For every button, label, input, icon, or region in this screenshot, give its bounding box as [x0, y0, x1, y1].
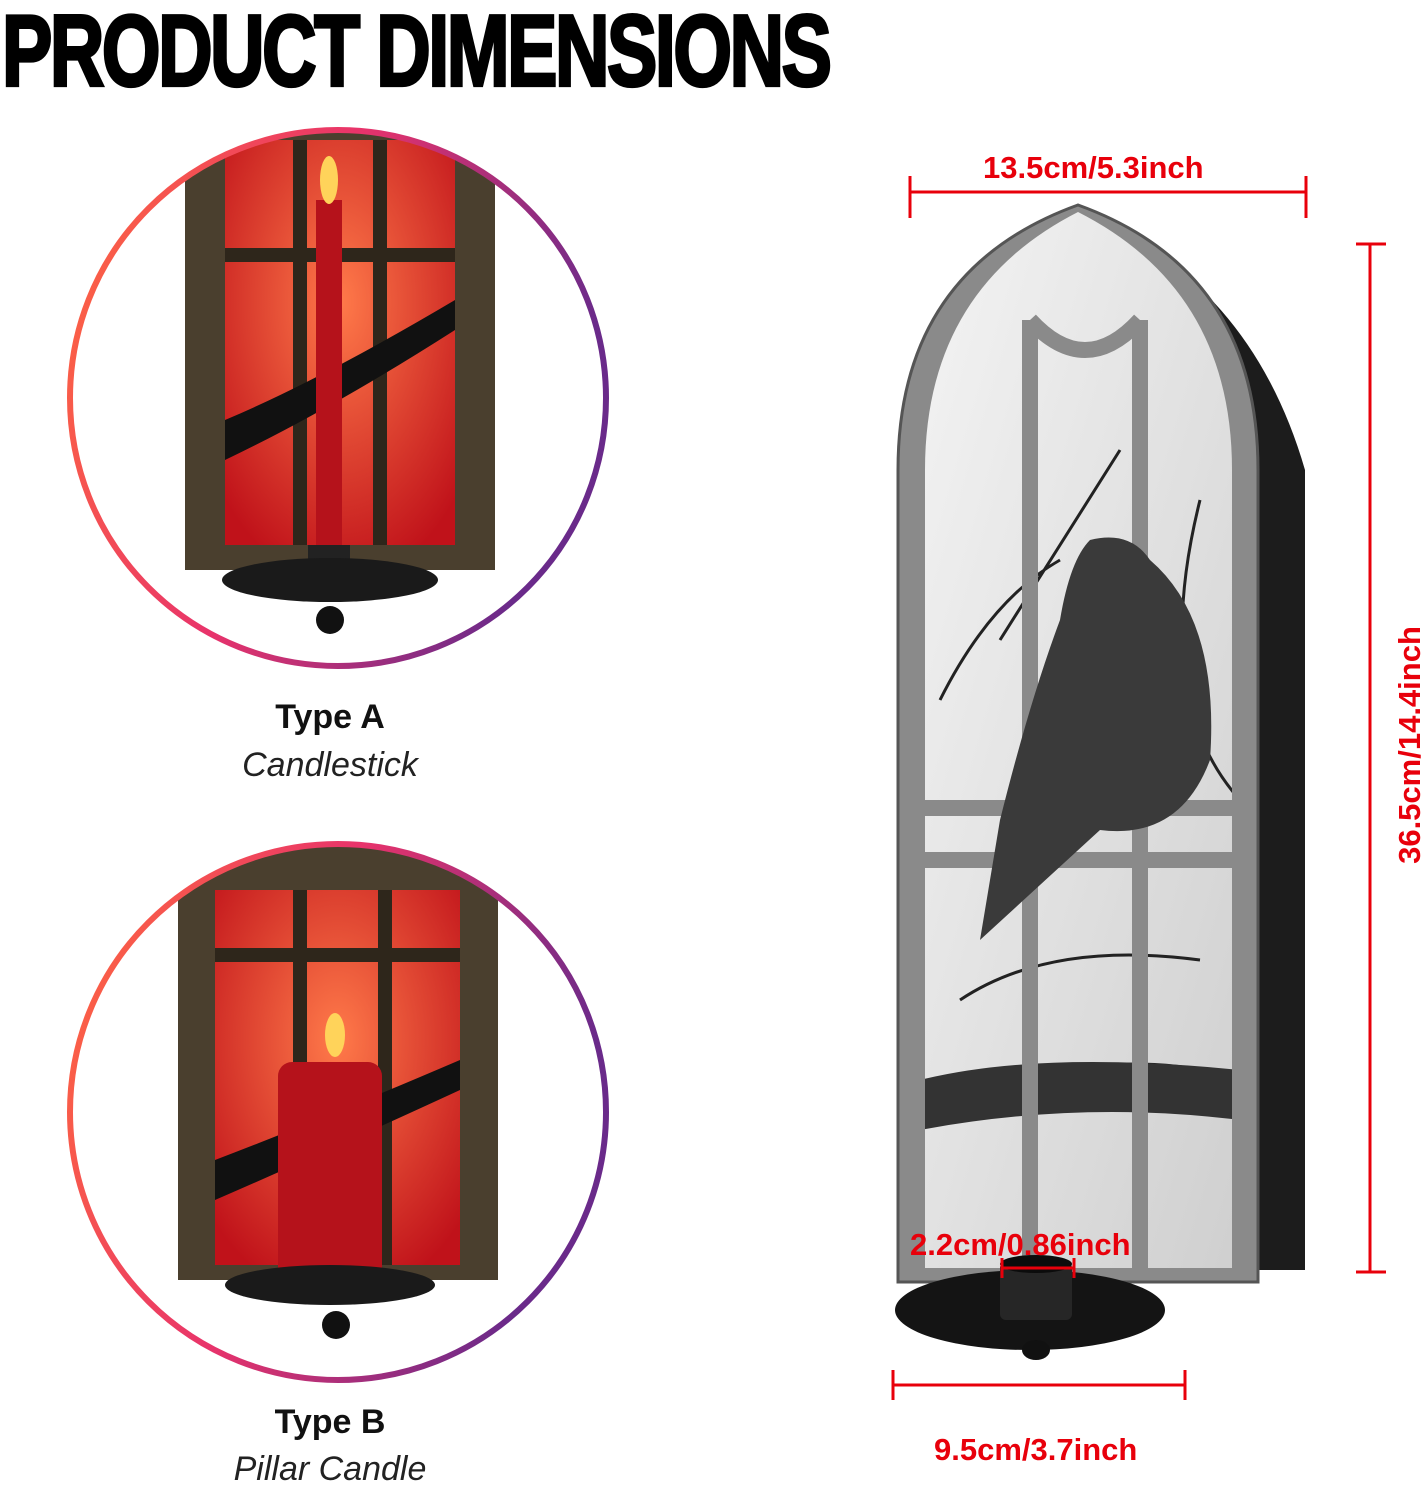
width-top-label: 13.5cm/5.3inch [983, 150, 1204, 185]
product-arch [895, 203, 1305, 1360]
height-label: 36.5cm/14.4inch [1392, 626, 1426, 864]
type-b-label: Type B [274, 1403, 386, 1441]
base-width-label: 9.5cm/3.7inch [934, 1432, 1138, 1467]
type-a-image [72, 132, 604, 664]
type-a-sublabel: Candlestick [242, 746, 418, 784]
page-title: PRODUCT DIMENSIONS [1, 0, 833, 109]
dimension-lines [891, 176, 1386, 1400]
type-b-sublabel: Pillar Candle [233, 1450, 427, 1488]
cup-diameter-label: 2.2cm/0.86inch [910, 1227, 1131, 1262]
type-a-label: Type A [275, 698, 385, 736]
type-a-ring [67, 127, 609, 669]
type-b-image [72, 846, 604, 1378]
type-b-ring [67, 841, 609, 1383]
